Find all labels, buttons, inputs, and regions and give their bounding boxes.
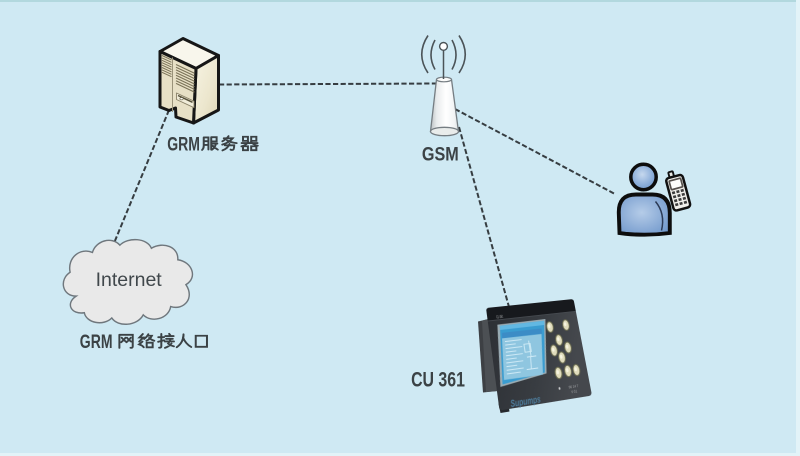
svg-text:GSM: GSM bbox=[422, 143, 459, 165]
svg-text:Supumps: Supumps bbox=[510, 393, 542, 409]
svg-text:CU 361: CU 361 bbox=[496, 314, 504, 320]
svg-text:Internet: Internet bbox=[96, 269, 163, 291]
svg-text:96 14 7: 96 14 7 bbox=[568, 384, 578, 390]
svg-text:GRM: GRM bbox=[167, 133, 200, 155]
svg-text:CU 361: CU 361 bbox=[411, 367, 465, 391]
svg-text:V 01: V 01 bbox=[571, 389, 578, 395]
svg-text:GRM: GRM bbox=[80, 331, 113, 353]
